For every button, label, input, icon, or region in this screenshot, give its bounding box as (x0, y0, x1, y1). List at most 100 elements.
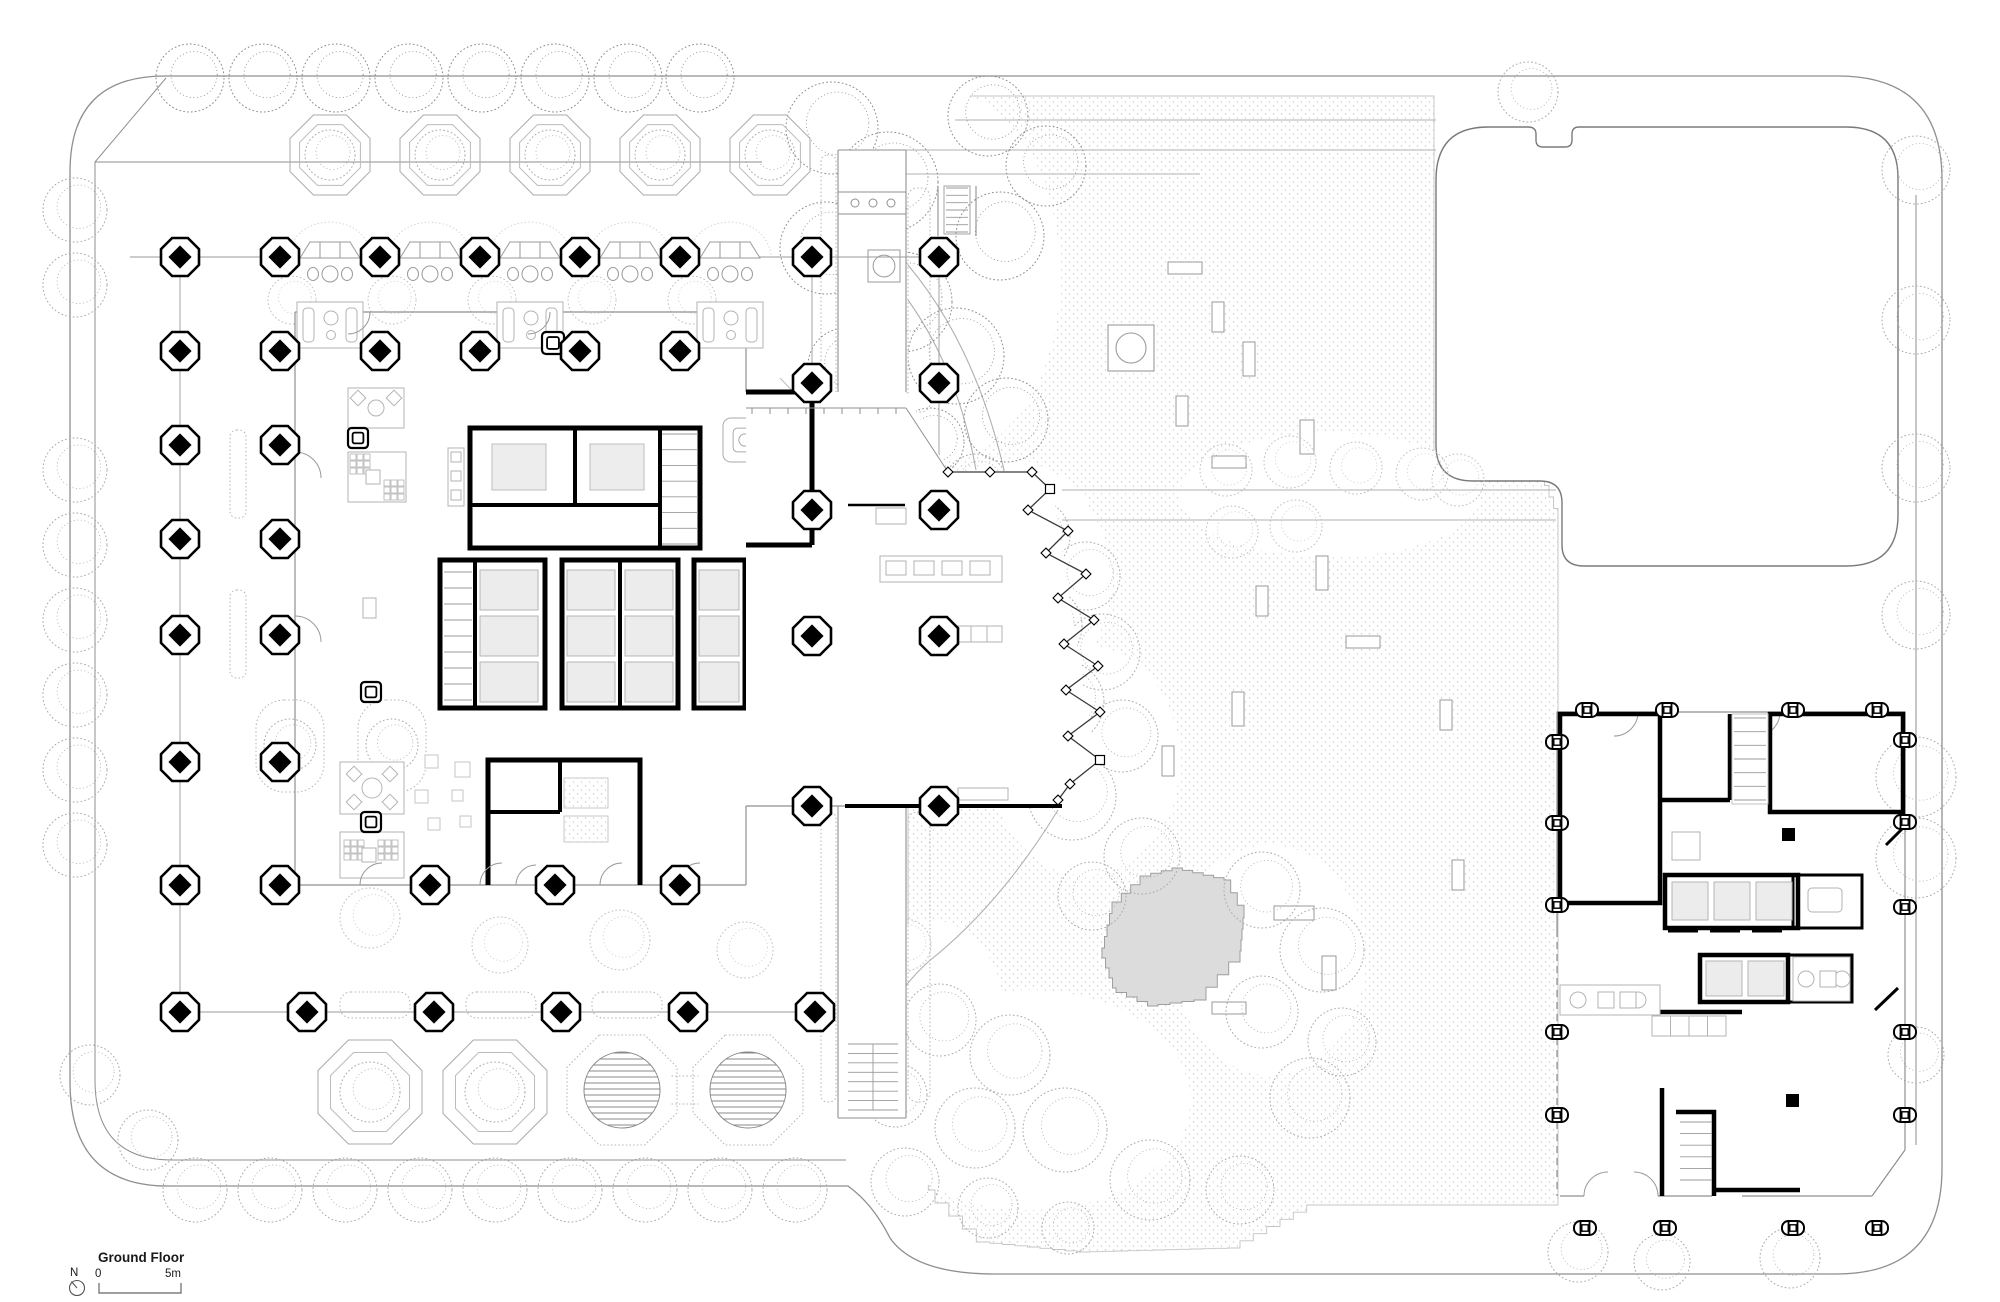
elevator-car (1713, 881, 1751, 921)
stair-treads (1734, 717, 1766, 801)
main-building (130, 114, 1781, 1197)
tree-icon (42, 737, 108, 803)
walkway-edges (837, 149, 977, 1119)
floor-medallion (346, 426, 370, 450)
planter (339, 991, 411, 1019)
tree-icon (1887, 1026, 1945, 1084)
column-icon (659, 330, 701, 372)
column-icon (259, 864, 301, 906)
mullion-node-icon (1022, 504, 1034, 516)
tree-icon (304, 129, 356, 181)
tree-icon (1431, 453, 1485, 507)
tree-icon (1057, 861, 1127, 931)
mullion-node-icon (1094, 706, 1106, 718)
elevator-car (1671, 881, 1709, 921)
mullion-node-icon (1062, 730, 1074, 742)
capsule-column-icon (1655, 702, 1679, 718)
tree-icon (42, 587, 108, 653)
tree-icon (957, 1177, 1019, 1239)
core-room (589, 443, 645, 491)
column-icon (534, 864, 576, 906)
planter (229, 589, 247, 679)
capsule-column-icon (1893, 1024, 1917, 1040)
column-icon (791, 615, 833, 657)
stair (943, 185, 971, 235)
tree-icon (1881, 433, 1951, 503)
door-swing (1583, 1171, 1609, 1197)
capsule-column-icon (1893, 814, 1917, 830)
tree-icon (42, 252, 108, 318)
column-icon (159, 991, 201, 1033)
stair-treads (662, 433, 698, 545)
door-swing (294, 615, 322, 643)
column-icon (259, 614, 301, 656)
elevator-car (698, 661, 740, 703)
tree-icon (589, 909, 651, 971)
column-icon (559, 236, 601, 278)
stair-core-walls (488, 760, 562, 814)
tree-icon (1199, 443, 1253, 497)
mullion-node-icon (1080, 568, 1092, 580)
tree-icon (42, 512, 108, 578)
north-label: N (70, 1267, 78, 1279)
seat-grid (377, 839, 399, 861)
capsule-column-icon (1865, 1220, 1889, 1236)
tree-icon (42, 812, 108, 878)
pond (1101, 867, 1245, 1007)
sofa (362, 597, 377, 619)
garden-bench (1211, 455, 1247, 469)
elevator-car (1705, 960, 1743, 997)
garden-paving (820, 90, 1559, 1253)
fixture (1597, 991, 1615, 1009)
column-icon (918, 362, 960, 404)
tree-icon (947, 75, 1029, 157)
mullion-node-icon (1094, 754, 1106, 766)
legend-title: Ground Floor (98, 1250, 185, 1265)
floor-medallion (359, 810, 383, 834)
capsule-column-icon (1893, 899, 1917, 915)
mullion-node-icon (1052, 794, 1064, 806)
column-icon (409, 864, 451, 906)
elevator-car (479, 661, 539, 703)
skylight-pool (709, 1051, 787, 1129)
lobby-bench (957, 787, 1009, 801)
stair-core-walls (485, 757, 643, 885)
planter (907, 811, 931, 1103)
seat-grid (383, 479, 405, 501)
garden-bench (1231, 691, 1245, 727)
tree-icon (907, 307, 1005, 405)
tree-icon (162, 1157, 228, 1223)
cushion (451, 789, 464, 802)
tree-icon (963, 377, 1049, 463)
tree-icon (1881, 135, 1951, 205)
cushion (424, 754, 439, 769)
door-swing (1633, 1171, 1659, 1197)
mullion-node-icon (1088, 614, 1100, 626)
garden-path (907, 264, 1005, 471)
tree-icon (1225, 975, 1299, 1049)
scale-bar (98, 1283, 182, 1294)
capsule-column-icon (1545, 1024, 1569, 1040)
core-room (491, 443, 547, 491)
capsule-column-icon (1865, 702, 1889, 718)
facade-mullions (751, 408, 897, 414)
tree-icon (762, 1157, 828, 1223)
tree-icon (537, 1157, 603, 1223)
mullion-node-icon (1064, 778, 1076, 790)
core-walls (467, 425, 703, 551)
garden-bench (1242, 341, 1256, 377)
tree-icon (447, 43, 517, 113)
garden-bench (1161, 745, 1175, 777)
tree-icon (593, 43, 663, 113)
capsule-column-icon (1893, 1107, 1917, 1123)
canopy-post-icon (886, 198, 896, 208)
tree-icon (862, 1062, 928, 1128)
canopy-post-icon (868, 198, 878, 208)
site-boundary-chamfer (94, 77, 167, 163)
tree-icon (374, 43, 444, 113)
legend: Ground Floor N 0 5m (68, 1250, 185, 1297)
tree-icon (367, 275, 417, 325)
tree-icon (237, 1157, 303, 1223)
north-arrow-icon (68, 1279, 86, 1297)
planting-pocket (1180, 433, 1480, 557)
